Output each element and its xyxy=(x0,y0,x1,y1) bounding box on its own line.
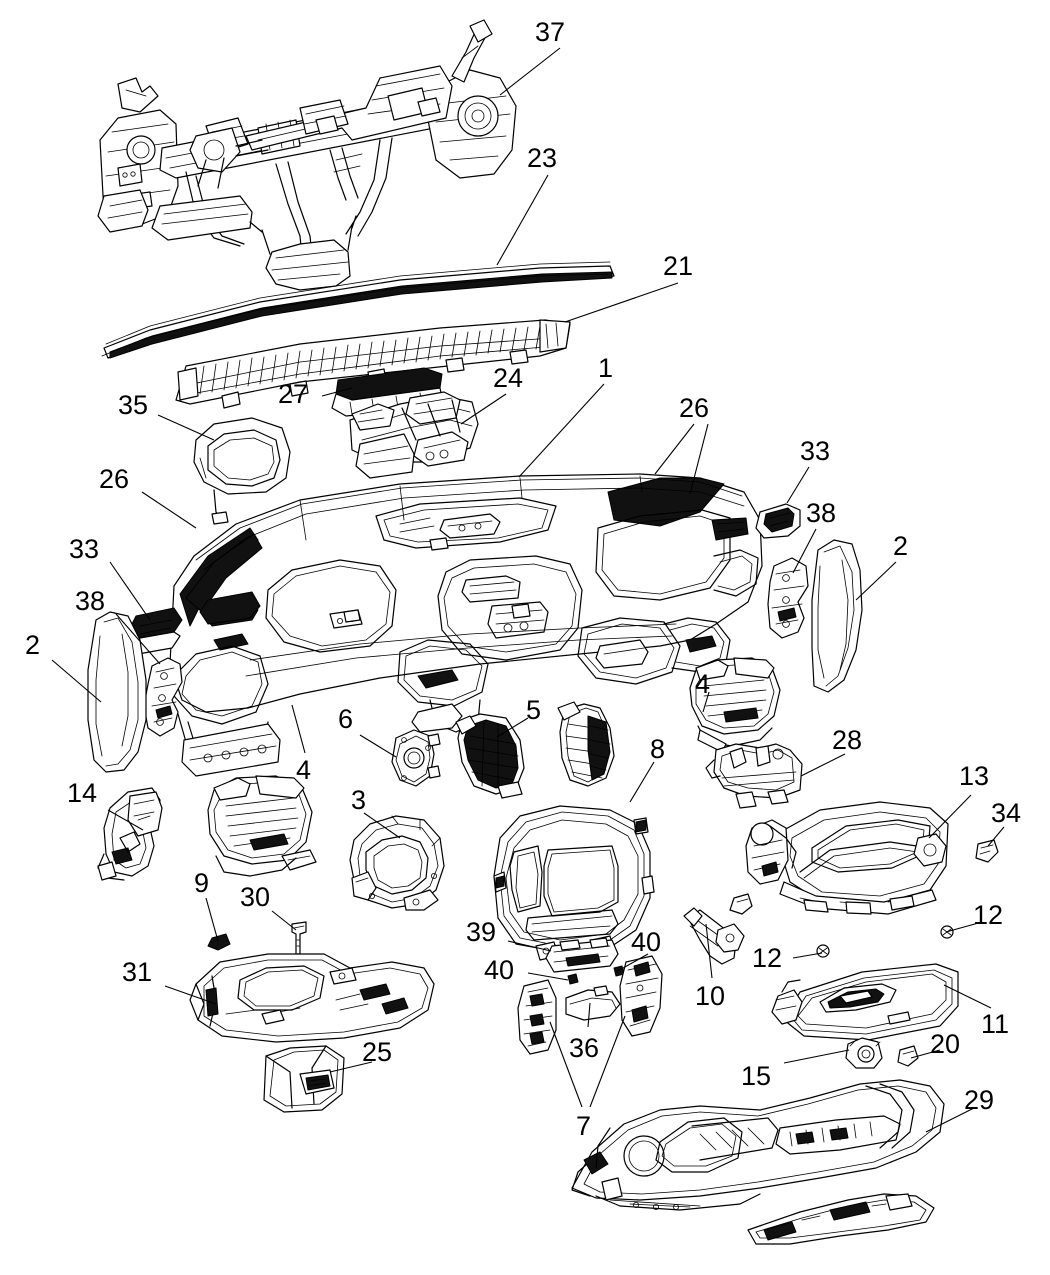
callout-12-right: 12 xyxy=(973,900,1004,930)
part-2-right-end-cap xyxy=(811,539,863,693)
callout-2-right: 2 xyxy=(893,531,909,561)
part-12-screw-left xyxy=(816,944,830,958)
callout-25: 25 xyxy=(362,1037,393,1067)
callout-37: 37 xyxy=(535,17,566,47)
callout-38-left: 38 xyxy=(75,586,106,616)
callout-40-right: 40 xyxy=(631,927,662,957)
part-20-glove-box-stop-bumper xyxy=(897,1045,919,1067)
part-30-mounting-screw xyxy=(291,921,307,955)
callout-30: 30 xyxy=(240,882,271,912)
callout-13: 13 xyxy=(959,761,990,791)
part-5-right-center-air-vent xyxy=(557,701,615,787)
part-9-retaining-clip xyxy=(207,933,231,951)
part-6-passenger-airbag-on-off-switch xyxy=(391,729,441,787)
part-31-lower-left-instrument-panel-trim xyxy=(189,953,435,1043)
callout-27: 27 xyxy=(278,379,309,409)
callout-26-right: 26 xyxy=(679,393,710,423)
callout-12-left: 12 xyxy=(752,943,783,973)
callout-33-left: 33 xyxy=(69,534,100,564)
part-4-left-outboard-air-vent xyxy=(207,775,317,877)
callout-35: 35 xyxy=(118,390,149,420)
callout-15: 15 xyxy=(741,1061,772,1091)
callout-14: 14 xyxy=(67,778,98,808)
part-13-glove-box-bin xyxy=(745,801,949,915)
leader-lines xyxy=(51,47,1005,1133)
part-40-clip-left xyxy=(567,973,579,985)
part-35-instrument-cluster-bezel xyxy=(193,417,291,525)
part-3-steering-column-shroud xyxy=(349,815,445,911)
callout-3: 3 xyxy=(351,785,367,815)
callout-23: 23 xyxy=(527,143,558,173)
callout-10: 10 xyxy=(695,981,726,1011)
part-21-defroster-grille xyxy=(175,319,571,409)
part-36-knee-bolster-trim-pad xyxy=(565,985,621,1021)
callout-33-right: 33 xyxy=(800,436,831,466)
callout-5: 5 xyxy=(526,695,542,725)
part-1-instrument-panel-base-assembly xyxy=(169,473,763,777)
callout-29: 29 xyxy=(964,1085,995,1115)
callout-9: 9 xyxy=(194,868,210,898)
callout-24: 24 xyxy=(493,363,524,393)
callout-28: 28 xyxy=(832,725,863,755)
callout-7: 7 xyxy=(576,1111,592,1141)
part-4-right-outboard-air-vent xyxy=(689,657,781,753)
callout-6: 6 xyxy=(338,704,354,734)
callout-20: 20 xyxy=(930,1029,961,1059)
part-8-center-stack-bezel xyxy=(493,805,655,961)
callout-4-right: 4 xyxy=(695,669,711,699)
part-38-left-door-hinge-bracket xyxy=(143,657,183,737)
callout-4-left: 4 xyxy=(296,755,312,785)
callout-11: 11 xyxy=(981,1009,1010,1039)
callout-2-left: 2 xyxy=(25,630,41,660)
part-28-center-support-bracket xyxy=(705,743,803,809)
part-14-left-knee-blocker-bracket xyxy=(97,787,163,881)
callout-31: 31 xyxy=(122,957,153,987)
part-24-passenger-airbag-module xyxy=(349,391,479,479)
part-34-glove-box-bumper-clip-2 xyxy=(729,893,753,915)
part-11-glove-box-door xyxy=(771,963,959,1041)
part-29-center-floor-console-base xyxy=(571,1079,945,1245)
callout-38-right: 38 xyxy=(806,498,837,528)
part-38-right-door-hinge-bracket xyxy=(767,557,809,639)
callout-36: 36 xyxy=(569,1033,600,1063)
callout-26-left: 26 xyxy=(99,464,130,494)
part-2-left-end-cap xyxy=(87,611,147,773)
callout-1: 1 xyxy=(598,353,614,383)
callout-39: 39 xyxy=(466,917,497,947)
callout-34: 34 xyxy=(991,798,1022,828)
part-10-glove-box-latch-rod xyxy=(683,907,745,965)
part-25-fuse-access-door xyxy=(263,1045,345,1113)
part-23-defroster-grille-upper-trim xyxy=(101,261,615,359)
part-7-left-knee-bolster-reinforcement xyxy=(517,979,557,1055)
callout-8: 8 xyxy=(650,734,666,764)
part-33-right-speaker-grille xyxy=(755,503,801,539)
part-37-instrument-panel-reinforcement-beam xyxy=(97,19,517,291)
part-7-right-knee-bolster-reinforcement xyxy=(619,955,663,1037)
part-34-glove-box-bumper-clip xyxy=(975,839,999,863)
callout-40-left: 40 xyxy=(484,955,515,985)
callout-21: 21 xyxy=(663,251,694,281)
part-39-center-lower-bracket xyxy=(545,937,619,973)
part-15-glove-box-latch xyxy=(845,1037,883,1069)
part-5-left-center-air-vent xyxy=(455,713,525,799)
